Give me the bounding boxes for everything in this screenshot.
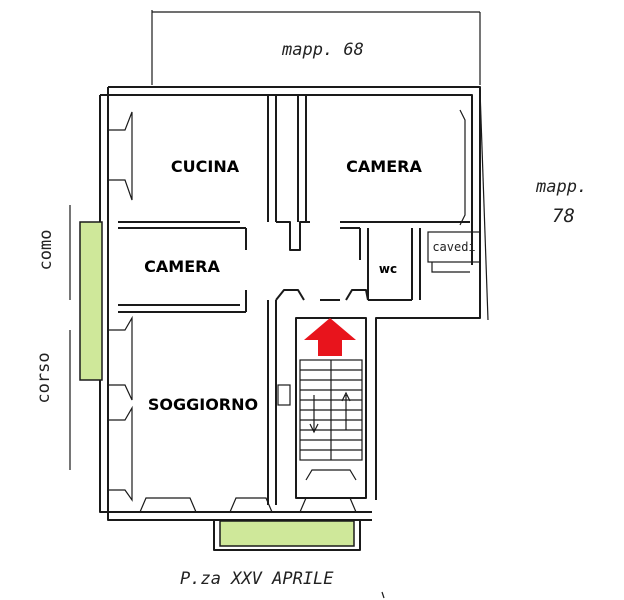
neighbour-lot-right-line1: mapp. <box>535 177 587 197</box>
staircase <box>295 317 367 499</box>
room-label-cucina: CUCINA <box>171 157 240 176</box>
street-label-como: como <box>36 230 56 271</box>
outer-walls <box>99 86 481 551</box>
interior-walls <box>118 95 481 505</box>
street-label-corso: corso <box>34 352 54 403</box>
red-up-arrow-icon <box>304 318 356 356</box>
property-boundaries <box>69 10 489 470</box>
cavedio-outline <box>427 231 481 263</box>
balcony-bottom <box>219 520 355 547</box>
room-label-cavedio: cavedi <box>432 240 475 254</box>
room-label-wc: wc <box>379 262 397 276</box>
balcony-left <box>79 221 103 381</box>
neighbour-lot-top: mapp. 68 <box>281 40 364 60</box>
room-label-soggiorno: SOGGIORNO <box>148 395 258 414</box>
room-label-camera-left: CAMERA <box>144 257 220 276</box>
stray-mark <box>381 591 385 599</box>
street-label-piazza: P.za XXV APRILE <box>180 569 334 589</box>
room-label-camera-top: CAMERA <box>346 157 422 176</box>
neighbour-lot-right-line2: 78 <box>552 205 575 227</box>
